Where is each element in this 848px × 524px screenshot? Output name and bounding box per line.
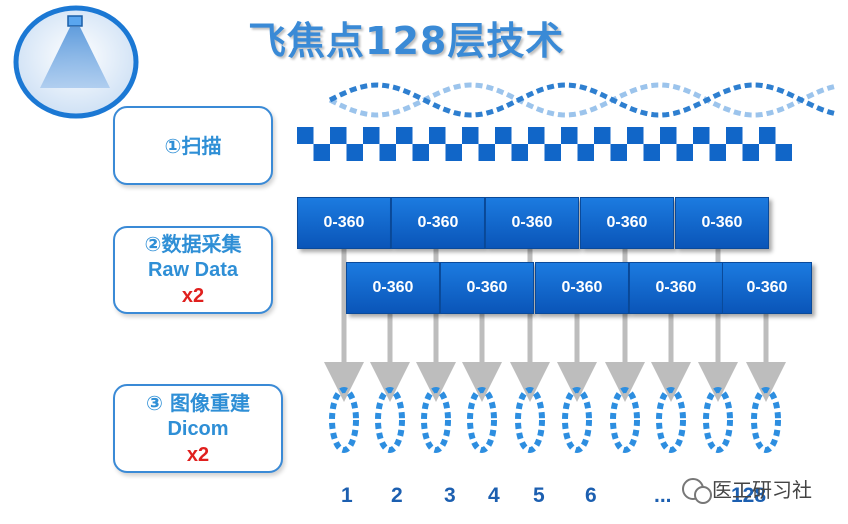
step-acquisition-label: ②数据采集 <box>144 232 242 256</box>
acquisition-block-row2: 0-360 <box>722 262 812 314</box>
checker-cell <box>610 144 627 161</box>
helix-strand <box>328 82 835 118</box>
checker-cell <box>462 127 479 144</box>
wechat-icon <box>682 478 712 504</box>
step-acquisition-sub: Raw Data <box>147 259 239 281</box>
checker-cell <box>412 144 429 161</box>
checker-cell <box>742 144 759 161</box>
slice-number: 5 <box>533 484 545 507</box>
checker-cell <box>330 127 347 144</box>
acquisition-block-row1: 0-360 <box>675 197 769 249</box>
step-scan-box: ①扫描 <box>113 106 273 185</box>
ct-scanner-logo-icon <box>13 5 139 119</box>
checker-cell <box>693 127 710 144</box>
acquisition-block-row2: 0-360 <box>440 262 534 314</box>
watermark-text: 医工研习社 <box>712 478 812 502</box>
acquisition-block-row1: 0-360 <box>297 197 391 249</box>
checker-cell <box>660 127 677 144</box>
checker-cell <box>594 127 611 144</box>
slice-number: 2 <box>391 484 403 507</box>
checker-cell <box>709 144 726 161</box>
slice-number-last: 128 <box>731 484 767 507</box>
checker-cell <box>726 127 743 144</box>
scan-checker-strip <box>297 127 792 161</box>
slice-number: 6 <box>585 484 597 507</box>
checker-cell <box>627 127 644 144</box>
checker-cell <box>363 127 380 144</box>
checker-cell <box>297 127 314 144</box>
page-title: 飞焦点128层技术 <box>248 19 565 63</box>
checker-cell <box>775 144 792 161</box>
slice-ring <box>515 387 545 453</box>
reconstructed-slices <box>329 387 781 453</box>
checker-cell <box>396 127 413 144</box>
step-reconstruction-sub: Dicom <box>167 417 229 440</box>
slice-number: 4 <box>488 484 500 507</box>
acquisition-block-row2: 0-360 <box>629 262 723 314</box>
slice-ring <box>421 387 451 453</box>
step-reconstruction-box: ③ 图像重建 Dicom x2 <box>113 384 283 473</box>
checker-cell <box>511 144 528 161</box>
checker-cell <box>445 144 462 161</box>
slice-ring <box>562 387 592 453</box>
step-scan-label: ①扫描 <box>164 133 222 158</box>
step-acquisition-box: ②数据采集 Raw Data x2 <box>113 226 273 314</box>
checker-cell <box>495 127 512 144</box>
slice-ring <box>610 387 640 453</box>
checker-cell <box>759 127 776 144</box>
step-reconstruction-multiplier: x2 <box>186 443 210 466</box>
watermark: 医工研习社 <box>712 474 812 503</box>
step-acquisition-multiplier: x2 <box>181 285 205 307</box>
checker-cell <box>478 144 495 161</box>
checker-cell <box>676 144 693 161</box>
checker-cell <box>577 144 594 161</box>
slice-ring <box>656 387 686 453</box>
helix-scan-path <box>328 82 835 118</box>
checker-cell <box>313 144 330 161</box>
slice-ring <box>329 387 359 453</box>
slice-ring <box>751 387 781 453</box>
checker-cell <box>561 127 578 144</box>
acquisition-block-row2: 0-360 <box>346 262 440 314</box>
checker-cell <box>346 144 363 161</box>
slice-number: 3 <box>444 484 456 507</box>
acquisition-block-row1: 0-360 <box>391 197 485 249</box>
slice-number: 1 <box>341 484 353 507</box>
slice-ring <box>375 387 405 453</box>
checker-cell <box>429 127 446 144</box>
helix-strand <box>328 82 835 118</box>
slice-ring <box>467 387 497 453</box>
slice-ellipsis: ... <box>654 484 672 507</box>
checker-cell <box>544 144 561 161</box>
checker-cell <box>379 144 396 161</box>
acquisition-block-row1: 0-360 <box>580 197 674 249</box>
acquisition-block-row2: 0-360 <box>535 262 629 314</box>
slice-ring <box>703 387 733 453</box>
checker-cell <box>528 127 545 144</box>
acquisition-block-row1: 0-360 <box>485 197 579 249</box>
step-reconstruction-label: ③ 图像重建 <box>146 390 250 415</box>
checker-cell <box>643 144 660 161</box>
